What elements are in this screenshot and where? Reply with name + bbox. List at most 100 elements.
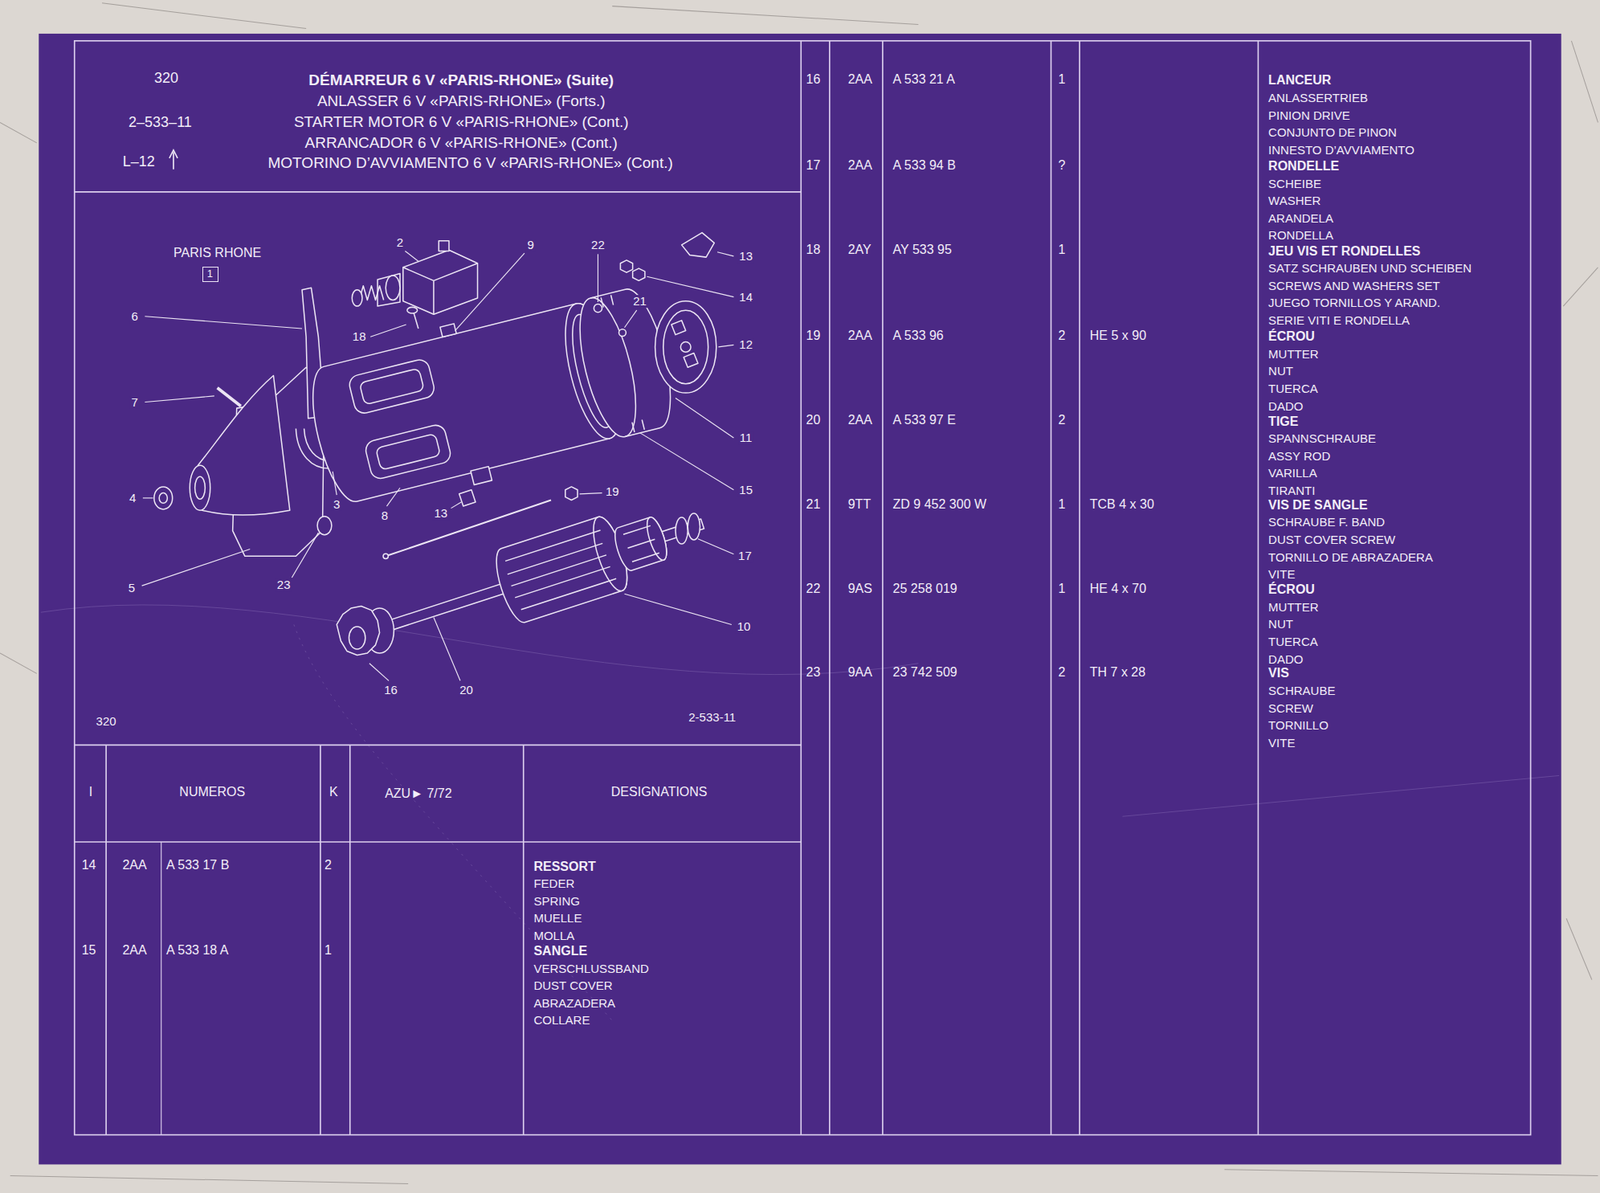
panel-text: 2-533-11 <box>688 710 736 724</box>
table-cell: 9TT <box>848 497 871 511</box>
part-name-translation: VITE <box>1268 567 1295 581</box>
table-cell: TCB 4 x 30 <box>1089 497 1155 511</box>
part-name-translation: DUST COVER <box>533 979 613 992</box>
part-name-translation: NUT <box>1268 618 1294 632</box>
table-cell: 2 <box>1057 665 1066 680</box>
table-cell: 23 <box>806 665 821 680</box>
table-cell: 9AA <box>848 665 873 680</box>
part-name-translation: SPRING <box>533 894 580 908</box>
part-name-translation: WASHER <box>1268 194 1321 208</box>
part-name-translation: SCHRAUBE F. BAND <box>1268 516 1385 530</box>
table-cell: 25 258 019 <box>893 582 958 596</box>
callout-number: 18 <box>351 330 368 343</box>
illustration-panel: PARIS RHONE3202-533-111 <box>74 191 802 746</box>
part-name-translation: PINION DRIVE <box>1268 109 1351 123</box>
panel-text: 2–533–11 <box>128 114 192 131</box>
callout-number: 4 <box>127 491 138 505</box>
table-cell: 2 <box>1057 413 1066 428</box>
table-cell: 2 <box>1057 329 1066 343</box>
part-name: ÉCROU <box>1268 330 1315 344</box>
table-cell: HE 5 x 90 <box>1089 329 1147 343</box>
part-name-translation: SCHEIBE <box>1268 177 1322 191</box>
table-cell: 2AA <box>848 329 873 343</box>
panel-text: ANLASSER 6 V «PARIS-RHONE» (Forts.) <box>317 93 606 110</box>
table-cell: 2AA <box>122 858 147 873</box>
part-name-translation: COLLARE <box>533 1014 590 1028</box>
part-name-translation: ARANDELA <box>1268 212 1334 225</box>
starter-motor-illustration <box>154 232 717 672</box>
part-name-translation: FEDER <box>533 877 575 890</box>
callout-number: 8 <box>379 509 390 523</box>
part-name-translation: VARILLA <box>1268 467 1318 481</box>
part-name-translation: JUEGO TORNILLOS Y ARAND. <box>1268 296 1441 310</box>
table-cell: 2AA <box>848 413 873 428</box>
part-name: VIS DE SANGLE <box>1268 497 1368 512</box>
callout-number: 13 <box>432 506 449 520</box>
callout-number: 13 <box>737 249 755 263</box>
callout-number: 14 <box>737 290 755 304</box>
callout-number: 7 <box>130 395 140 409</box>
part-name-translation: TUERCA <box>1268 382 1319 396</box>
reference-box: 1 <box>202 266 219 282</box>
table-cell: 23 742 509 <box>893 665 958 680</box>
table-cell: HE 4 x 70 <box>1089 582 1147 596</box>
column-header: AZU► 7/72 <box>384 787 452 801</box>
panel-text: MOTORINO D’AVVIAMENTO 6 V «PARIS-RHONE» … <box>267 155 673 172</box>
panel-text: 320 <box>154 69 179 86</box>
callout-number: 19 <box>604 485 621 498</box>
panel-text: ARRANCADOR 6 V «PARIS-RHONE» (Cont.) <box>305 134 618 152</box>
table-cell: 1 <box>1057 73 1066 87</box>
scratches <box>0 3 1598 1184</box>
part-name-translation: MUTTER <box>1268 347 1319 361</box>
part-name-translation: SATZ SCHRAUBEN UND SCHEIBEN <box>1268 261 1472 275</box>
table-cell: 20 <box>806 413 821 428</box>
part-name: JEU VIS ET RONDELLES <box>1268 244 1421 258</box>
table-cell: A 533 97 E <box>893 413 956 428</box>
callout-number: 21 <box>631 294 649 308</box>
part-name-translation: SCREW <box>1268 702 1314 715</box>
column-header: K <box>329 784 339 799</box>
part-name-translation: ASSY ROD <box>1268 449 1331 463</box>
table-grid <box>74 40 1531 1135</box>
part-name-translation: VITE <box>1268 736 1295 750</box>
part-name: ÉCROU <box>1268 583 1315 597</box>
callout-number: 9 <box>525 238 535 252</box>
table-cell: 21 <box>806 497 821 511</box>
part-name-translation: SPANNSCHRAUBE <box>1268 432 1376 445</box>
table-cell: 22 <box>806 582 821 596</box>
table-cell: ? <box>1057 158 1066 172</box>
table-cell: TH 7 x 28 <box>1089 665 1146 680</box>
table-cell: 1 <box>324 942 332 957</box>
table-cell: 17 <box>806 158 821 172</box>
part-name: VIS <box>1268 666 1290 681</box>
table-cell: A 533 17 B <box>166 858 229 873</box>
part-name-translation: MUELLE <box>533 911 582 925</box>
part-name-translation: DUST COVER SCREW <box>1268 533 1396 547</box>
part-name-translation: MUTTER <box>1268 600 1319 614</box>
header-panel: 320 2–533–11L–12 ANLASSER 6 V «PARIS-RHONE… <box>74 40 802 192</box>
up-arrow <box>169 150 178 170</box>
part-name-translation: TIRANTI <box>1268 484 1315 498</box>
part-name-translation: INNESTO D’AVVIAMENTO <box>1268 143 1415 157</box>
table-cell: ZD 9 452 300 W <box>893 497 988 511</box>
part-name-translation: ANLASSERTRIEB <box>1268 91 1368 105</box>
table-cell: A 533 94 B <box>893 158 956 172</box>
panel-text: PARIS RHONE <box>173 246 262 261</box>
panel-text: L–12 <box>122 153 156 169</box>
part-name-translation: DADO <box>1268 400 1303 413</box>
part-name-translation: SERIE VITI E RONDELLA <box>1268 314 1410 327</box>
part-name-translation: NUT <box>1268 365 1294 379</box>
callout-number: 23 <box>275 578 293 592</box>
table-cell: 2AA <box>848 73 873 87</box>
part-name: LANCEUR <box>1268 73 1331 88</box>
callout-number: 10 <box>735 620 753 633</box>
callout-number: 22 <box>589 238 607 252</box>
film-scratches <box>40 604 1560 1021</box>
table-cell: 1 <box>1057 497 1066 511</box>
callout-number: 2 <box>395 236 405 249</box>
table-cell: 1 <box>1057 243 1066 258</box>
part-name: RONDELLE <box>1268 159 1339 174</box>
